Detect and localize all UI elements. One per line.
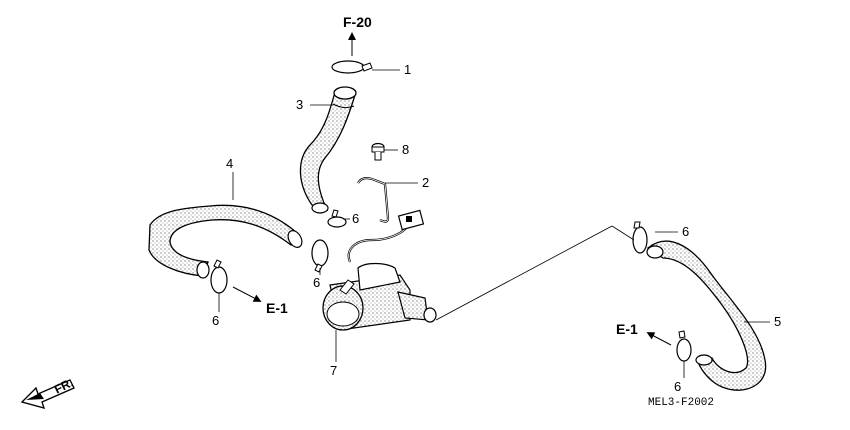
diagram-code: MEL3-F2002 xyxy=(648,397,715,409)
callout-8: 8 xyxy=(402,142,410,157)
bracket-part-2 xyxy=(357,177,418,223)
air-valve-part-7 xyxy=(322,209,613,362)
callout-4: 4 xyxy=(226,156,234,171)
callout-1: 1 xyxy=(404,62,412,77)
front-direction-arrow xyxy=(20,379,75,409)
clip-part-6-right-bottom xyxy=(646,330,692,378)
callout-6-right-top: 6 xyxy=(682,224,690,239)
callout-2: 2 xyxy=(422,175,430,190)
callout-6-middle-upper: 6 xyxy=(352,211,360,226)
callout-7: 7 xyxy=(330,363,338,378)
callout-6-right-bottom: 6 xyxy=(674,379,682,394)
reference-f20: F-20 xyxy=(343,14,372,30)
clip-part-6-left xyxy=(210,259,262,312)
hose-part-5 xyxy=(646,240,770,391)
reference-e1-left: E-1 xyxy=(266,300,288,316)
callout-5: 5 xyxy=(774,314,782,329)
callout-6-left: 6 xyxy=(212,313,220,328)
callout-6-middle-lower: 6 xyxy=(313,275,321,290)
callout-3: 3 xyxy=(296,97,304,112)
hose-part-3 xyxy=(299,86,357,214)
hose-part-4 xyxy=(148,172,303,279)
bolt-part-8 xyxy=(371,142,398,161)
reference-e1-right: E-1 xyxy=(616,321,638,337)
clip-part-6-right-top xyxy=(611,221,678,254)
clip-part-6-middle xyxy=(311,209,350,275)
clip-part-1 xyxy=(331,60,400,74)
